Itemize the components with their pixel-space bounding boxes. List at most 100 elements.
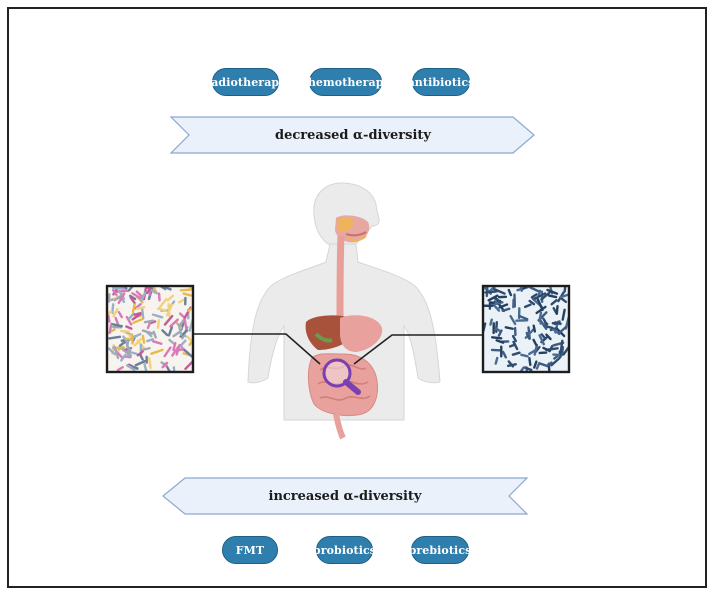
bacterium <box>537 289 542 297</box>
bacterium <box>518 314 529 321</box>
increased-diversity-arrow: increased α-diversity <box>162 477 528 515</box>
bacterium <box>188 319 192 332</box>
bacterium <box>172 341 177 351</box>
bacterium <box>542 317 548 326</box>
esophagus <box>336 235 345 319</box>
bacterium <box>532 324 537 333</box>
bacterium <box>546 288 559 295</box>
bacterium <box>493 287 506 295</box>
decreased-diversity-arrow: decreased α-diversity <box>170 116 536 154</box>
bacterium <box>161 361 169 369</box>
bacterium <box>128 312 135 320</box>
bacterium <box>167 302 171 318</box>
uniform-bacteria <box>484 287 568 371</box>
bacterium <box>187 306 192 313</box>
bacterium <box>157 292 161 302</box>
bacterium <box>129 296 136 304</box>
bacterium <box>125 342 131 354</box>
bacterium <box>152 340 163 345</box>
bacterium <box>559 339 564 354</box>
probiotics-pill: probiotics <box>313 536 376 564</box>
radiotherapy-pill: radiotherapy <box>205 68 286 96</box>
liver-stomach <box>305 315 383 352</box>
bacterium <box>132 332 142 339</box>
uniform-microbiome-panel <box>481 284 571 374</box>
bacterium <box>533 360 538 369</box>
bacterium <box>545 333 552 341</box>
bacterium <box>489 318 493 326</box>
bacterium <box>126 364 136 371</box>
bacterium <box>490 336 503 340</box>
bacterium <box>128 294 137 301</box>
bacterium <box>161 329 169 337</box>
bacterium <box>528 357 532 367</box>
bacterium <box>530 293 538 299</box>
bacterium <box>133 337 143 347</box>
bacterium <box>485 287 489 298</box>
bacterium <box>143 363 148 371</box>
bacterium <box>140 291 147 302</box>
decreased-diversity-label: decreased α-diversity <box>275 127 431 143</box>
bacterium <box>484 290 498 294</box>
bacterium <box>535 305 547 315</box>
bacterium <box>497 329 503 337</box>
bacterium <box>163 346 172 358</box>
bacterium <box>156 307 167 312</box>
bacterium <box>561 308 566 321</box>
bacterium <box>113 345 120 360</box>
bacterium <box>169 318 179 328</box>
bacterium <box>159 287 167 291</box>
bacterium <box>504 326 514 330</box>
bacterium <box>560 346 565 357</box>
bacterium <box>172 366 176 371</box>
bacterium <box>171 345 180 357</box>
bacterium <box>125 325 133 330</box>
bacterium <box>136 350 144 357</box>
bacterium <box>533 343 539 356</box>
bacterium <box>158 297 168 309</box>
bacterium <box>519 366 525 371</box>
bacterium <box>111 303 115 314</box>
bacterium <box>178 298 185 304</box>
bacterium <box>111 288 118 297</box>
bacterium <box>501 307 511 312</box>
bacterium <box>538 311 543 323</box>
bacterium <box>528 299 536 306</box>
bacterium <box>108 335 122 340</box>
bacterium <box>110 322 123 328</box>
bacterium <box>562 346 568 356</box>
bacterium <box>509 314 517 326</box>
bacterium <box>501 350 508 359</box>
bacterium <box>114 316 120 326</box>
antibiotics-pill: antibiotics <box>408 68 474 96</box>
prebiotics-pill: prebiotics <box>409 536 471 564</box>
bacterium <box>494 356 499 365</box>
magnifier-icon <box>322 358 361 395</box>
diverse-bacteria <box>108 287 192 371</box>
bacterium <box>168 338 176 345</box>
bacterium <box>182 292 192 297</box>
bacterium <box>506 363 517 368</box>
bacterium <box>520 287 529 291</box>
fmt-pill: FMT <box>222 536 278 564</box>
bacterium <box>117 310 124 319</box>
bacterium <box>552 307 558 314</box>
bacterium <box>523 303 532 309</box>
bacterium <box>183 349 192 359</box>
bacterium <box>519 287 523 292</box>
bacterium <box>117 292 126 305</box>
bacterium <box>112 307 119 318</box>
oral-cavity <box>335 215 370 243</box>
bacterium <box>557 325 568 335</box>
bacterium <box>108 347 117 356</box>
bacterium <box>146 338 155 343</box>
bacterium <box>143 319 155 324</box>
bacterium <box>540 333 547 340</box>
bacterium <box>141 329 154 335</box>
bacterium <box>183 318 188 332</box>
bacterium <box>188 338 192 347</box>
bacterium <box>132 317 144 324</box>
bacterium <box>140 306 145 320</box>
bacterium <box>555 305 559 316</box>
